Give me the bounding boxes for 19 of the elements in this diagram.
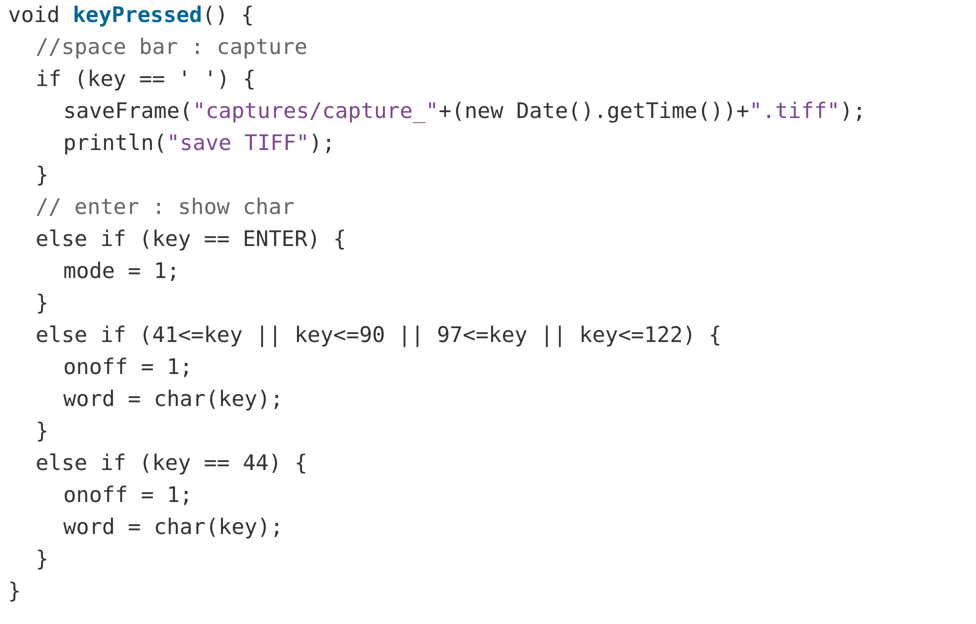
code-line: word = char(key); <box>63 515 284 541</box>
code-line: word = char(key); <box>63 387 284 413</box>
code-line: onoff = 1; <box>63 483 193 509</box>
code-line: else if (41<=key || key<=90 || 97<=key || key<=122) { <box>36 323 722 349</box>
code-line: onoff = 1; <box>63 355 193 381</box>
code-line: } <box>36 419 49 445</box>
code-line: if (key == ' ') { <box>36 67 256 93</box>
code-line: else if (key == 44) { <box>36 451 308 477</box>
code-line: } <box>36 291 49 317</box>
code-line: //space bar : capture <box>36 35 308 61</box>
code-line: void keyPressed() { <box>8 3 254 29</box>
code-line: } <box>36 547 49 573</box>
code-line: // enter : show char <box>36 195 294 221</box>
code-line: println("save TIFF"); <box>63 131 336 157</box>
code-line: } <box>8 579 21 605</box>
code-line: } <box>36 163 49 189</box>
code-line: saveFrame("captures/capture_"+(new Date().getTime())+".tiff"); <box>63 99 866 125</box>
code-line: mode = 1; <box>63 259 180 285</box>
code-line: else if (key == ENTER) { <box>36 227 346 253</box>
